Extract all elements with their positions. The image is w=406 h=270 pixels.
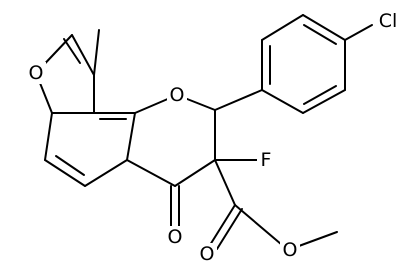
atom-label: O xyxy=(200,243,215,265)
bond xyxy=(302,89,346,114)
bond xyxy=(71,34,95,76)
atom-ketone-oxygen: O xyxy=(165,226,185,248)
bond xyxy=(344,24,373,41)
atom-labels: O O Cl F O O O xyxy=(26,10,403,265)
bond xyxy=(303,24,337,45)
atom-label: F xyxy=(261,149,272,171)
bond-lines xyxy=(35,14,373,251)
bond xyxy=(174,159,216,187)
atom-fluorine: F xyxy=(257,149,275,171)
atom-ester-ether-oxygen: O xyxy=(280,239,300,261)
atom-label: O xyxy=(168,226,183,248)
atom-label: Cl xyxy=(379,10,398,32)
bond xyxy=(93,29,100,76)
bond xyxy=(216,208,243,250)
bond xyxy=(234,204,289,251)
bond xyxy=(44,112,53,161)
bond xyxy=(214,89,263,111)
bond xyxy=(303,85,337,105)
bond xyxy=(126,112,136,161)
atom-label: O xyxy=(283,239,298,261)
bond xyxy=(214,159,236,206)
bond xyxy=(126,159,176,187)
bond xyxy=(261,89,304,114)
atom-chlorine: Cl xyxy=(373,10,403,34)
atom-label: O xyxy=(170,84,185,106)
atom-ester-carbonyl-oxygen: O xyxy=(197,243,217,265)
atom-label: O xyxy=(29,62,44,84)
bond xyxy=(261,14,304,41)
atom-furan-oxygen: O xyxy=(26,62,46,84)
bond xyxy=(55,155,85,176)
bond xyxy=(44,159,86,187)
bond xyxy=(209,204,236,246)
bond xyxy=(63,38,81,64)
atom-pyran-oxygen: O xyxy=(167,84,187,106)
bond xyxy=(84,159,128,187)
bond xyxy=(302,14,346,41)
